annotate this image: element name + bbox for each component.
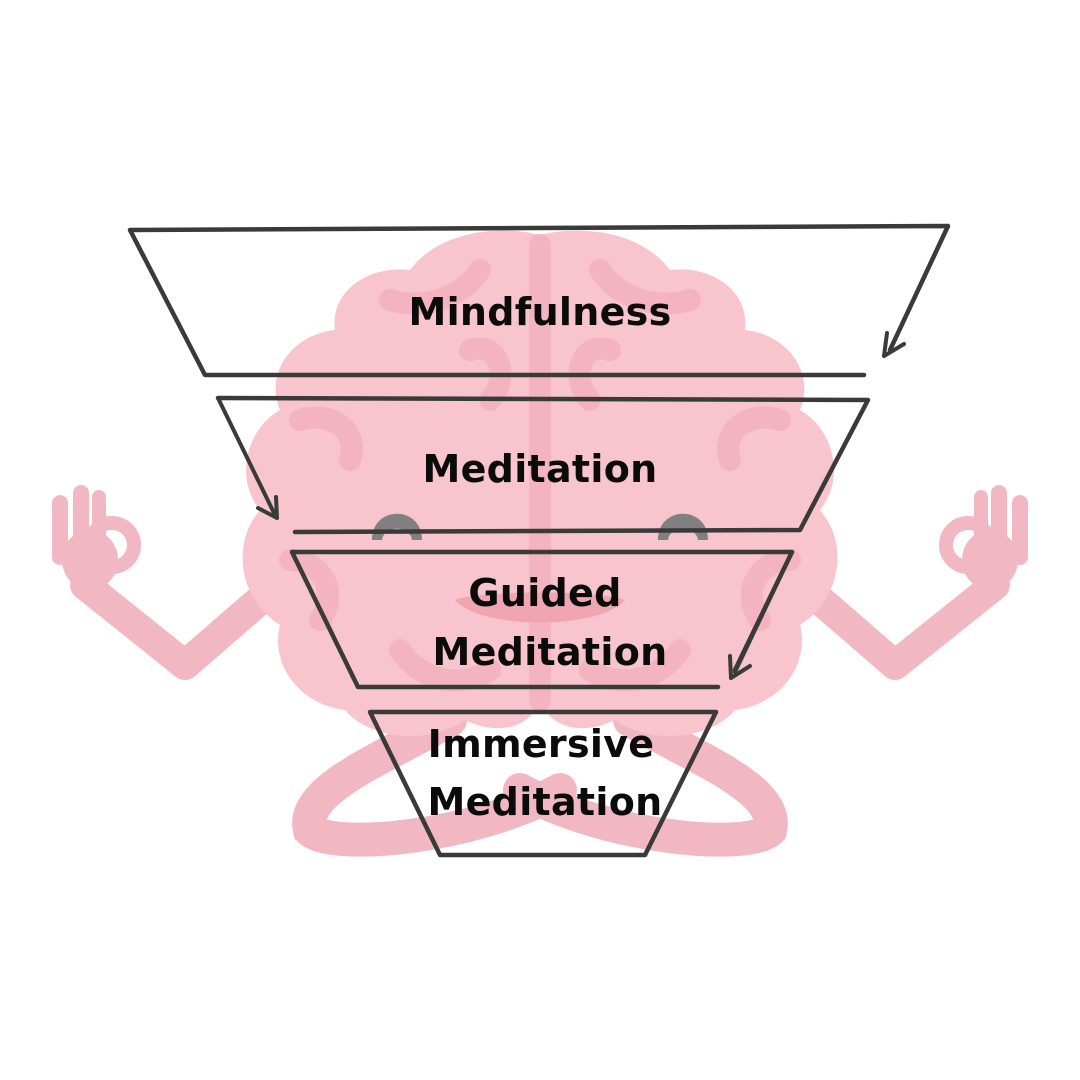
funnel-labels: Mindfulness Meditation Guided Meditation… [408,290,671,824]
left-hand-icon [52,485,141,590]
meditating-brain-illustration [52,230,1028,857]
brain-arms [70,570,1010,680]
curved-down-arrow-icon [728,550,794,680]
flow-arrows [216,224,950,680]
curved-down-arrow-icon [882,224,950,358]
level-2-label: Meditation [423,447,658,491]
right-hand-icon [939,485,1028,590]
brain-legs [292,703,788,857]
brain-body [242,230,838,737]
level-1-label: Mindfulness [408,290,671,334]
funnel-level-4-shape [367,709,719,858]
level-4-label-line-2: Meditation [428,780,663,824]
level-4-label-line-1: Immersive [428,722,655,766]
level-3-label-line-1: Guided [468,571,621,615]
curved-down-arrow-icon [216,396,279,520]
brain-mouth [455,592,625,623]
level-3-label-line-2: Meditation [433,630,668,674]
funnel-level-2-shape [215,395,871,535]
